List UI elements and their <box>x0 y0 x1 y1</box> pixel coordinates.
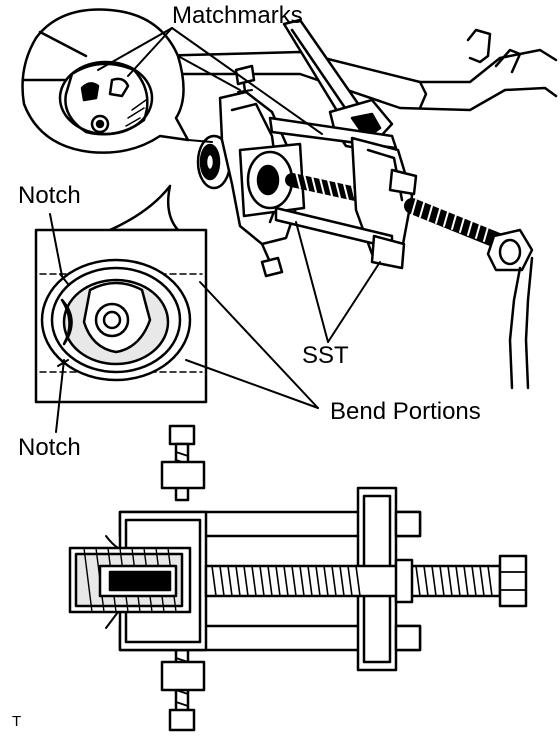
corner-mark: T <box>12 713 22 730</box>
matchmarks-detail-bubble <box>21 8 190 154</box>
bend-portions-leaders <box>185 281 319 409</box>
box-wrench <box>486 228 534 390</box>
bubble-connector-top <box>177 55 241 91</box>
sst-label: SST <box>302 342 349 369</box>
matchmarks-label: Matchmarks <box>172 2 303 29</box>
sst-puller <box>218 64 514 278</box>
notch-leaders <box>49 213 65 433</box>
bushing-end <box>196 134 232 190</box>
detail-pointer-tail <box>108 184 180 232</box>
notch-label-bottom: Notch <box>18 434 81 461</box>
notch-label-top: Notch <box>18 182 81 209</box>
notch-detail-box <box>34 228 208 404</box>
bubble-connector-bottom <box>187 139 213 143</box>
sst-cross-section <box>68 424 528 732</box>
sst-leaders <box>295 221 381 343</box>
matchmarks-leaders <box>97 27 323 135</box>
bend-portions-label: Bend Portions <box>330 398 481 425</box>
